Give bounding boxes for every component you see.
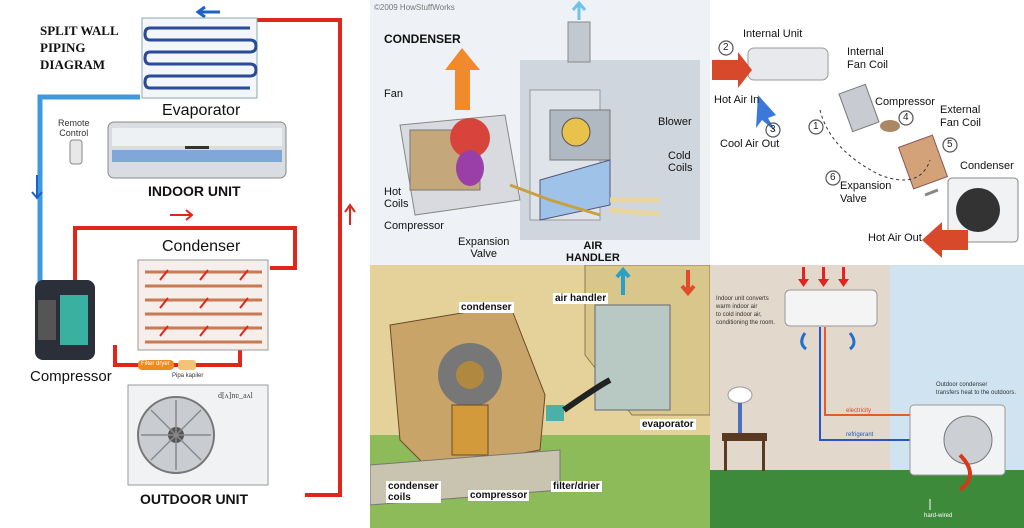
electricity-label: electricity — [846, 408, 872, 414]
condenser-coil-icon — [137, 259, 269, 351]
cold-pipe — [37, 94, 140, 285]
condenser-label: Condenser — [960, 160, 1014, 172]
outdoor-brand-label: d[ʌ]nʋ_aʌl — [218, 391, 253, 400]
step-number-4: 4 — [903, 112, 909, 123]
room-scene-panel: Indoor unit converts warm indoor air to … — [710, 265, 1024, 528]
condenser-label: condenser — [459, 302, 514, 313]
filter-dryer-icon — [138, 360, 174, 370]
blower-label: Blower — [658, 116, 692, 128]
capillary-pipe-icon — [178, 360, 196, 370]
condenser-coils-label: condenser coils — [386, 481, 441, 503]
room-scene-graphic — [710, 265, 1024, 528]
cool-air-out-label: Cool Air Out — [720, 138, 780, 150]
filter-drier-label: filter/drier — [551, 481, 602, 492]
internal-fan-coil-icon — [838, 83, 880, 133]
remote-control-icon — [69, 139, 83, 165]
condenser-label: Condenser — [162, 238, 241, 255]
hot-pipe-top — [73, 226, 297, 290]
compressor-label: Compressor — [384, 220, 444, 232]
filter-dryer-label: Filter dryer — [141, 361, 170, 367]
table-icon — [722, 433, 767, 441]
flow-arrow-icon — [344, 203, 356, 225]
indoor-unit-icon — [107, 121, 287, 179]
copyright-label: ©2009 HowStuffWorks — [374, 3, 455, 12]
expansion-valve-label: Expansion Valve — [458, 236, 510, 260]
air-out-arrow-icon — [571, 0, 587, 20]
refrigerant-line — [819, 327, 915, 441]
refrigerant-line — [509, 183, 601, 217]
fan-label: Fan — [384, 88, 403, 100]
piping-graphic — [31, 5, 356, 497]
heat-out-arrow-icon — [445, 48, 480, 110]
outdoor-note: Outdoor condenser transfers heat to the … — [936, 382, 1017, 396]
step-number-3: 3 — [770, 124, 776, 135]
heat-out-arrow-icon — [958, 453, 972, 492]
hot-air-out-label: Hot Air Out — [868, 232, 922, 244]
compressor-icon — [456, 150, 484, 186]
external-fan-coil-icon — [897, 134, 949, 190]
flow-arrow-icon — [170, 209, 194, 221]
split-wall-piping-panel: SPLIT WALL PIPING DIAGRAM Evaporator Rem… — [0, 0, 371, 528]
compressor-label: Compressor — [30, 368, 112, 385]
air-handler-icon — [594, 304, 671, 411]
hot-air-out-arrow-icon — [922, 222, 968, 258]
fan-icon — [450, 118, 490, 158]
outdoor-unit-icon — [127, 384, 269, 486]
evaporator-coil-icon — [141, 17, 258, 99]
hot-air-in-label: Hot Air In — [714, 94, 760, 106]
cool-air-right-icon — [848, 332, 856, 351]
compressor-coil-icon — [880, 120, 900, 132]
compressor-label: Compressor — [875, 96, 935, 108]
hard-wired-label: hard-wired — [924, 513, 953, 519]
house-cutaway-panel: condenser air handler evaporator condens… — [370, 265, 710, 528]
airflow-icon — [609, 197, 661, 217]
diagram-title: SPLIT WALL PIPING DIAGRAM — [40, 23, 119, 72]
indoor-unit-label: INDOOR UNIT — [148, 183, 241, 199]
condenser-label: CONDENSER — [384, 32, 461, 46]
air-handler-label: air handler — [553, 293, 609, 304]
cold-coils-icon — [539, 159, 611, 221]
internal-unit-icon — [747, 47, 829, 81]
step-number-6: 6 — [830, 172, 836, 183]
outdoor-unit-label: OUTDOOR UNIT — [140, 491, 249, 507]
expansion-valve-label: Expansion Valve — [840, 180, 892, 205]
warm-air-arrows-icon — [798, 267, 849, 287]
internal-fan-coil-label: Internal Fan Coil — [847, 46, 888, 71]
internal-unit-label: Internal Unit — [743, 28, 803, 40]
cycle-graphic — [712, 40, 1019, 258]
filter-drier-icon — [546, 405, 564, 421]
lamp-icon — [727, 386, 753, 433]
refrigerant-label: refrigerant — [846, 432, 874, 438]
howstuffworks-panel: ©2009 HowStuffWorks CONDENSER Fan Hot Co… — [370, 0, 710, 265]
cold-coils-label: Cold Coils — [668, 150, 693, 174]
flow-arrow-icon — [31, 175, 43, 200]
remote-control-label: Remote Control — [58, 118, 90, 138]
cool-air-out-arrow-icon — [756, 95, 776, 132]
cool-air-left-icon — [800, 332, 807, 351]
pipa-kapiler-label: Pipa kapiler — [172, 373, 204, 379]
ac-cutaway-graphic — [399, 0, 700, 240]
hot-air-in-arrow-icon — [712, 52, 752, 88]
compressor-label: compressor — [468, 490, 530, 501]
electricity-line — [824, 327, 915, 416]
numbered-cycle-panel: 2 3 1 4 5 6 Internal Unit Hot Air In Coo… — [710, 0, 1024, 265]
flow-arrow-icon — [195, 5, 220, 19]
external-fan-coil-label: External Fan Coil — [940, 104, 981, 129]
hot-pipe-right — [255, 18, 342, 497]
indoor-note: Indoor unit converts warm indoor air to … — [716, 296, 776, 326]
compressor-icon — [35, 280, 95, 360]
step-number-5: 5 — [947, 139, 953, 150]
hot-coils-label: Hot Coils — [384, 186, 409, 210]
evaporator-label: evaporator — [640, 419, 696, 430]
air-handler-label: AIR HANDLER — [566, 240, 620, 264]
step-circles — [718, 40, 958, 186]
indoor-unit-icon — [784, 289, 878, 327]
compressor-icon — [451, 404, 489, 456]
step-number-1: 1 — [813, 121, 819, 132]
evaporator-label: Evaporator — [162, 102, 241, 119]
step-number-2: 2 — [723, 42, 729, 53]
